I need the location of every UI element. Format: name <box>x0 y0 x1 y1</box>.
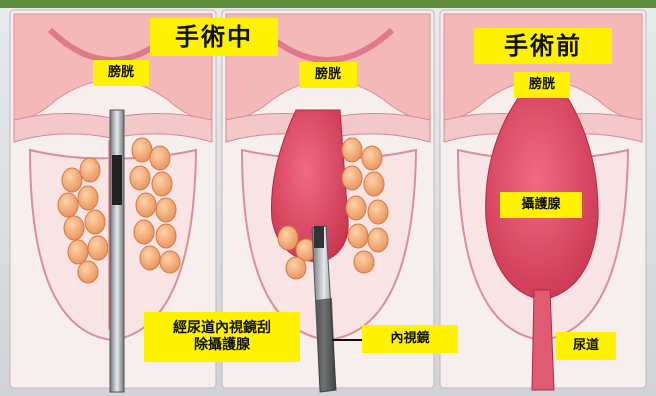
turp-label-line2: 除攝護腺 <box>194 337 250 355</box>
urethra-label: 尿道 <box>556 332 616 360</box>
bladder-label-right: 膀胱 <box>514 72 570 98</box>
prostate-label: 攝護腺 <box>500 192 582 218</box>
bladder-label-left: 膀胱 <box>93 60 149 86</box>
endoscope-label: 內視鏡 <box>362 325 458 353</box>
bladder-label-middle: 膀胱 <box>299 62 357 88</box>
title-during-surgery: 手術中 <box>150 18 278 56</box>
turp-label-line1: 經尿道內視鏡刮 <box>173 320 271 338</box>
turp-label: 經尿道內視鏡刮 除攝護腺 <box>144 312 300 362</box>
title-before-surgery: 手術前 <box>474 28 612 64</box>
